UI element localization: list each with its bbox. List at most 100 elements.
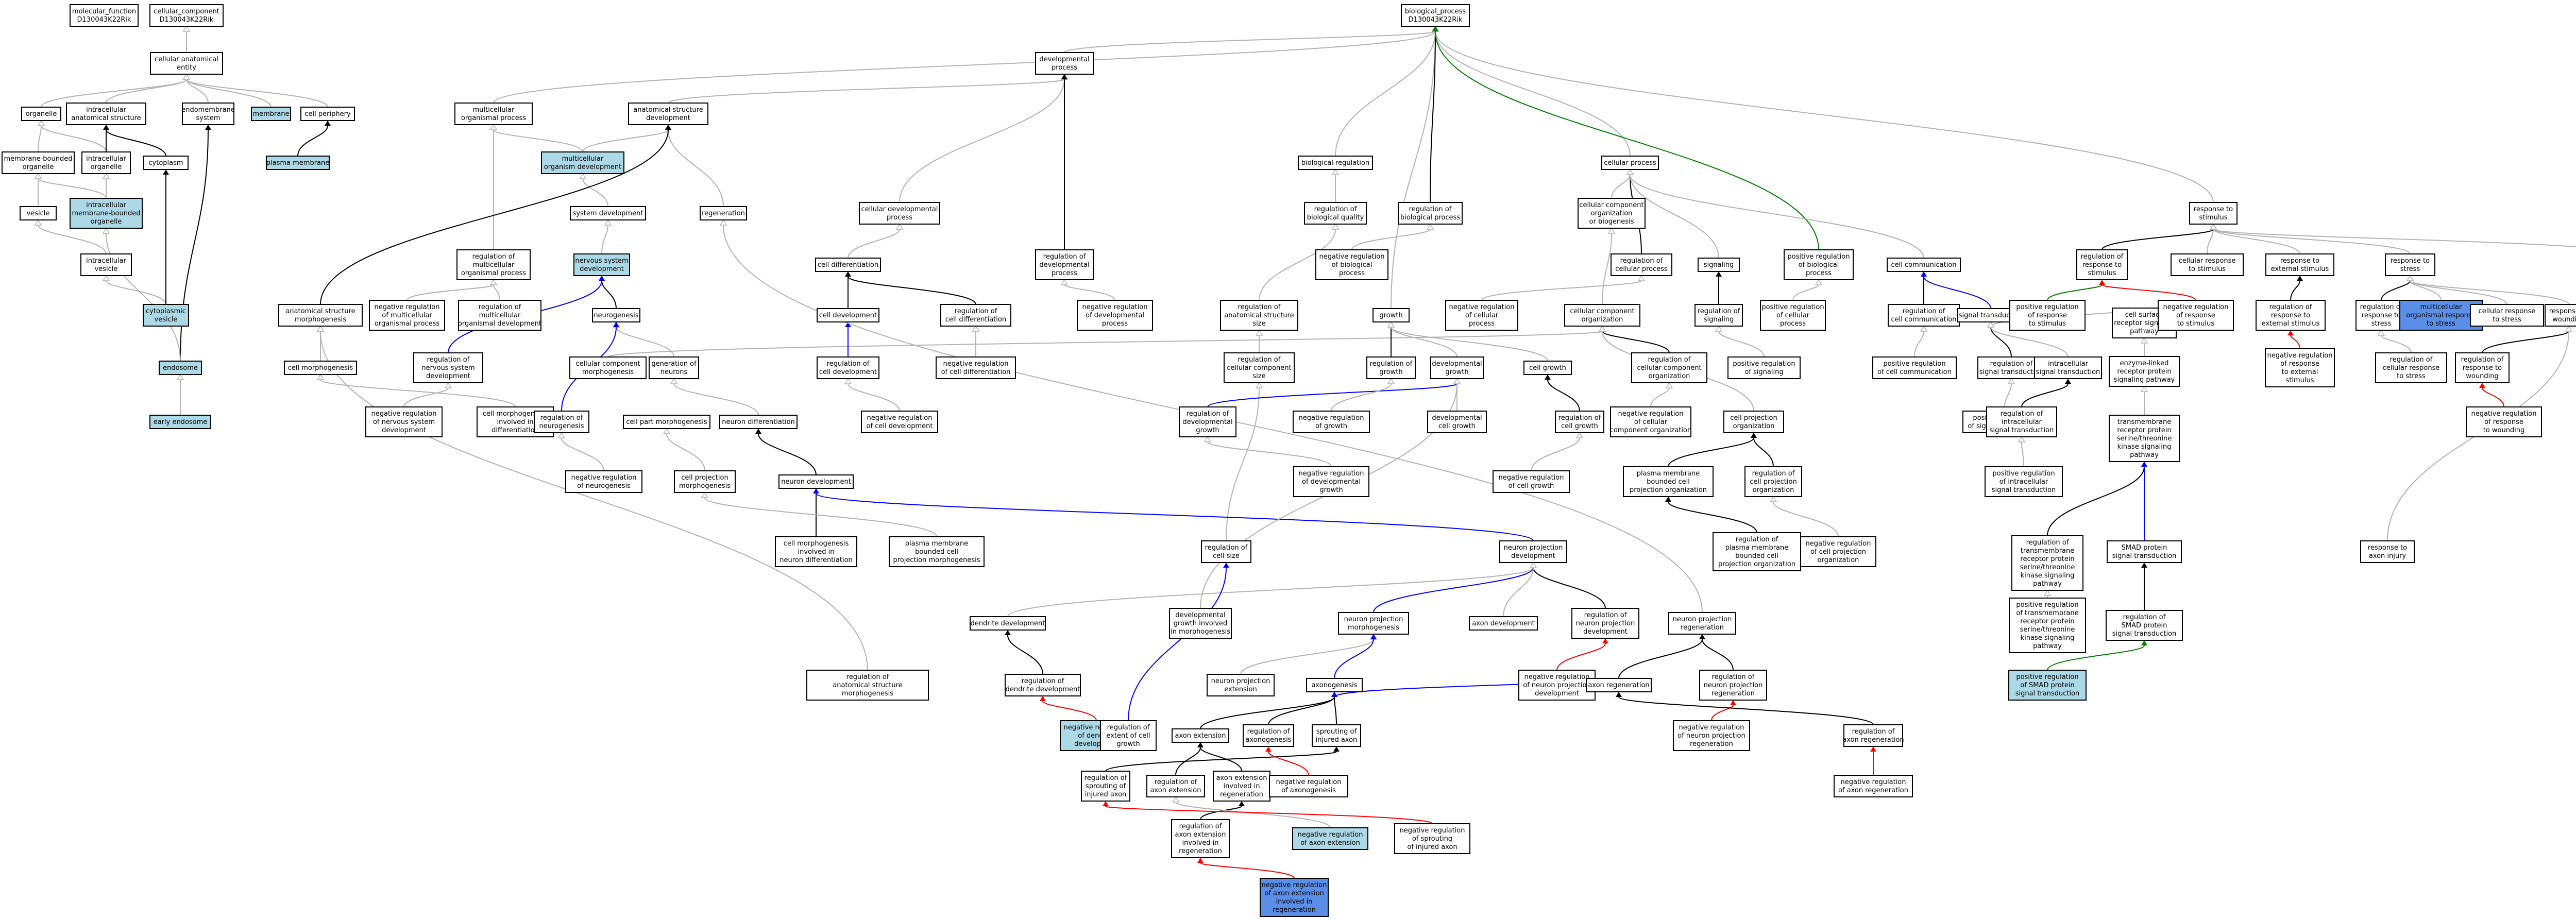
go-term-node[interactable]: vesicle bbox=[20, 206, 57, 220]
go-term-node[interactable]: biological regulation bbox=[1298, 156, 1373, 170]
go-term-node[interactable]: growth bbox=[1372, 308, 1410, 322]
go-term-node[interactable]: cell morphogenesis bbox=[284, 361, 357, 375]
go-term-node[interactable]: neuron differentiation bbox=[719, 415, 798, 429]
go-term-node[interactable]: cell periphery bbox=[300, 107, 355, 121]
go-term-node[interactable]: axon extension bbox=[1172, 728, 1229, 743]
go-term-node[interactable]: cell communication bbox=[1887, 258, 1961, 272]
go-term-node[interactable]: dendrite development bbox=[970, 616, 1046, 631]
go-term-node[interactable]: cell part morphogenesis bbox=[623, 415, 710, 429]
go-term-node[interactable]: cellular process bbox=[1601, 156, 1659, 170]
go-term-node[interactable]: axonogenesis bbox=[1306, 678, 1363, 692]
go-term-node[interactable]: axon development bbox=[1469, 616, 1538, 631]
go-term-node[interactable]: regeneration bbox=[700, 206, 747, 220]
go-term-node[interactable]: signaling bbox=[1698, 258, 1740, 272]
go-term-node[interactable]: plasma membrane bbox=[266, 156, 330, 170]
go-term-node[interactable]: cell growth bbox=[1523, 361, 1572, 375]
go-term-node[interactable]: early endosome bbox=[149, 415, 211, 429]
go-term-node[interactable]: cell differentiation bbox=[815, 258, 881, 272]
go-term-node[interactable]: cytoplasm bbox=[143, 156, 189, 170]
go-term-node[interactable]: neuron development bbox=[778, 474, 854, 489]
go-term-node[interactable]: cell development bbox=[817, 308, 879, 322]
go-term-node[interactable]: neurogenesis bbox=[592, 308, 640, 322]
go-term-node[interactable]: membrane bbox=[251, 107, 291, 121]
